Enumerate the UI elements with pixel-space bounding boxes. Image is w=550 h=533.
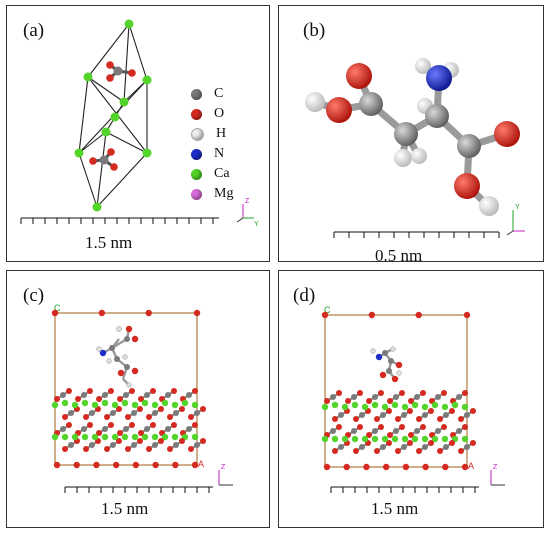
axis-z-label: Z — [493, 464, 498, 471]
cell-corner-c: C — [324, 305, 331, 315]
axis-y-label: Y — [254, 221, 259, 228]
scale-bar-label: 0.5 nm — [375, 246, 423, 265]
panel-d-surface-adsorption: C A — [278, 270, 544, 528]
calcium-atoms — [74, 19, 152, 212]
legend-symbol: O — [214, 106, 225, 121]
surface-slab-drawing: C A — [321, 305, 505, 493]
scale-bar — [64, 486, 213, 493]
unit-cell-drawing: Z Y — [20, 19, 259, 228]
surface-slab-drawing: C A — [51, 303, 233, 493]
axis-triad-icon: Z — [218, 464, 233, 486]
axis-triad-icon: Y — [506, 204, 525, 236]
axis-triad-icon: Z Y — [236, 198, 259, 228]
carbonate-group-bottom — [89, 148, 118, 171]
calcite-slab — [51, 388, 206, 469]
legend-symbol: Ca — [214, 166, 230, 181]
cell-corner-a: A — [468, 461, 474, 471]
molecule-drawing: Y — [305, 58, 525, 238]
panel-b-aspartic-acid-molecule: Y (b) 0.5 nm — [278, 5, 544, 265]
panel-label: (b) — [303, 20, 326, 41]
panel-label: (c) — [23, 285, 45, 306]
legend-symbol: N — [214, 146, 225, 161]
legend-symbol: Mg — [214, 186, 234, 201]
panel-c-surface-adsorption: C A — [6, 270, 270, 528]
legend-item-n: N — [191, 144, 233, 164]
scale-bar — [330, 486, 479, 493]
scale-bar-label: 1.5 nm — [101, 499, 149, 518]
legend-item-h: H — [191, 124, 233, 144]
legend-item-o: O — [191, 104, 233, 124]
cell-corner-c: C — [54, 303, 61, 313]
legend-swatch — [191, 108, 202, 120]
legend-symbol: C — [214, 86, 224, 101]
legend-swatch — [191, 188, 202, 200]
scale-bar-label: 1.5 nm — [85, 233, 133, 252]
adsorbed-aspartic-acid — [96, 325, 139, 388]
calcite-slab — [321, 390, 476, 471]
scale-bar — [20, 217, 219, 224]
adsorbed-aspartic-acid — [370, 346, 403, 383]
legend-swatch — [191, 88, 202, 100]
carbonate-group-top — [106, 61, 136, 82]
top-boundary-oxygens — [51, 309, 201, 317]
axis-triad-icon: Z — [490, 464, 505, 486]
molecule-atoms — [305, 58, 520, 216]
scale-bar — [333, 231, 500, 238]
legend-swatch — [191, 168, 202, 180]
legend-swatch — [191, 127, 204, 141]
axis-z-label: Z — [221, 464, 226, 471]
scale-bar-label: 1.5 nm — [371, 499, 419, 518]
panel-label: (a) — [23, 20, 45, 41]
panel-label: (d) — [293, 285, 316, 306]
legend-item-mg: Mg — [191, 184, 233, 204]
legend-item-ca: Ca — [191, 164, 233, 184]
axis-y-label: Y — [515, 204, 520, 211]
top-boundary-oxygens — [321, 311, 471, 319]
legend-swatch — [191, 148, 202, 160]
legend-item-c: C — [191, 84, 233, 104]
legend-symbol: H — [216, 126, 227, 141]
axis-z-label: Z — [245, 198, 250, 205]
cell-corner-a: A — [198, 459, 204, 469]
